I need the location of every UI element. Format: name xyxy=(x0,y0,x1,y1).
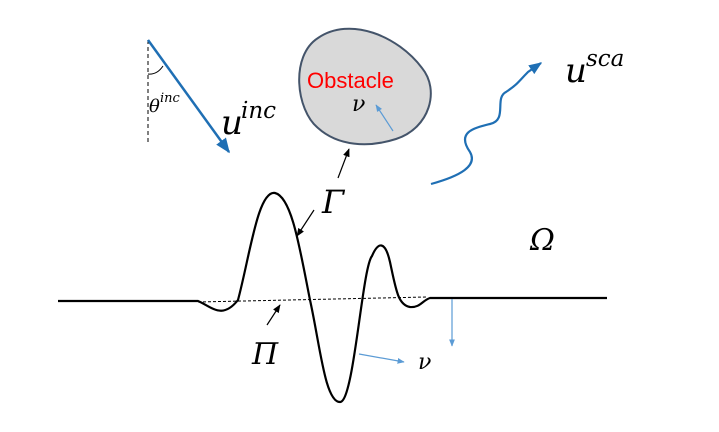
incident-wave-arrow xyxy=(146,39,231,154)
pi-dashed-segment xyxy=(197,296,427,303)
obstacle-label: Obstacle xyxy=(307,68,394,93)
boundary-normal-label: ν xyxy=(418,350,432,375)
u-inc-superscript: inc xyxy=(241,98,277,124)
boundary-curve-gamma xyxy=(58,191,607,404)
obstacle-normal-label: ν xyxy=(352,92,366,117)
omega-label: Ω xyxy=(530,223,555,258)
scattered-wave xyxy=(430,62,543,186)
theta-symbol: θ xyxy=(149,96,160,117)
u-sca-superscript: sca xyxy=(586,46,625,72)
pi-label: Π xyxy=(252,337,279,372)
gamma-to-curve-arrow xyxy=(296,209,315,237)
incidence-angle-arc xyxy=(147,65,164,75)
obstacle-normal-arrow xyxy=(375,104,394,132)
gamma-to-obstacle-arrow xyxy=(337,148,350,179)
u-inc-base: u xyxy=(221,103,243,143)
pi-to-segment-arrow xyxy=(266,304,281,326)
gamma-label: Γ xyxy=(322,183,345,221)
boundary-normal-arrow-right xyxy=(358,353,405,364)
obstacle-shape xyxy=(298,27,432,146)
u-sca-base: u xyxy=(565,51,587,91)
theta-superscript: inc xyxy=(160,91,180,106)
